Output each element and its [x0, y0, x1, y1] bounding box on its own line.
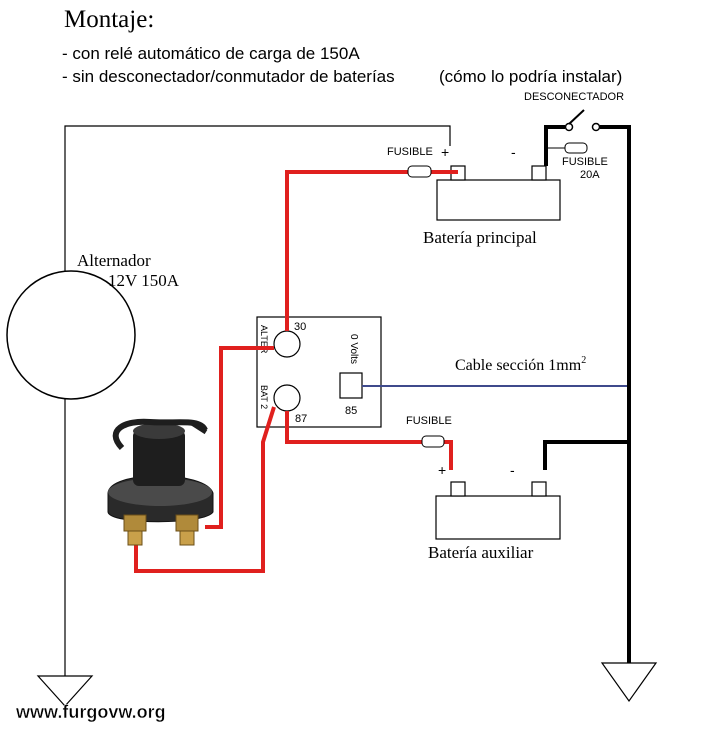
wire-relay-bat2-to-switch	[134, 406, 276, 573]
disconnector-contact-left	[564, 122, 574, 132]
relay-box	[256, 316, 382, 428]
relay-label-85: 85	[345, 405, 357, 417]
wire-relay87-to-aux-fuse	[285, 411, 422, 444]
ground-symbol-right	[600, 662, 658, 703]
watermark: www.furgovw.org	[15, 702, 166, 722]
battery-main-body	[436, 179, 561, 221]
fuse-aux	[421, 435, 445, 448]
relay-terminal-85	[339, 372, 363, 399]
alternator-spec: 12V 150A	[108, 271, 180, 290]
wire-aux-fuse-to-battery	[444, 440, 453, 470]
battery-aux-terminal-minus	[531, 481, 547, 497]
disconnector-lever	[568, 109, 585, 125]
battery-main-label: Batería principal	[423, 228, 537, 247]
battery-aux-terminal-plus	[450, 481, 466, 497]
fuse-20a-label: FUSIBLE	[562, 156, 608, 168]
fuse-aux-label: FUSIBLE	[406, 415, 452, 427]
wire-main-minus-to-disconnector	[544, 125, 565, 166]
relay-label-0volts: 0 Volts	[348, 334, 359, 364]
cable-label: Cable sección 1mm2	[455, 355, 586, 374]
battery-switch	[107, 418, 214, 546]
subtitle-line-1: - con relé automático de carga de 150A	[62, 44, 360, 63]
subtitle-line-2-note: (cómo lo podría instalar)	[439, 67, 622, 86]
relay-label-30: 30	[294, 321, 306, 333]
battery-aux-body	[435, 495, 561, 540]
battery-aux-minus-sign: -	[510, 462, 515, 478]
relay-terminal-87	[273, 384, 301, 412]
wire-relay30-to-main-fuse	[285, 170, 408, 331]
positive-wires	[134, 170, 458, 573]
disconnector-label: DESCONECTADOR	[524, 91, 624, 103]
battery-main-plus-sign: +	[441, 144, 449, 160]
battery-main-minus-sign: -	[511, 144, 516, 160]
ground-wires	[543, 125, 631, 663]
alternator-symbol	[6, 270, 136, 400]
relay-label-alter: ALTER	[259, 325, 269, 354]
fuse-main	[407, 165, 432, 178]
fuse-20a-rating: 20A	[580, 169, 600, 181]
battery-aux-plus-sign: +	[438, 462, 446, 478]
fuse-main-label: FUSIBLE	[387, 146, 433, 158]
disconnector-contact-right	[591, 122, 601, 132]
alternator-name: Alternador	[77, 251, 151, 270]
page-title: Montaje:	[64, 6, 154, 33]
battery-main-terminal-minus	[531, 165, 547, 181]
wire-disconnector-to-bus	[600, 125, 631, 663]
ground-symbol-left	[36, 675, 94, 707]
relay-terminal-30	[273, 330, 301, 358]
wire-relay-alter-to-switch	[205, 346, 274, 529]
battery-aux-label: Batería auxiliar	[428, 543, 534, 562]
fuse-20a	[564, 142, 588, 154]
subtitle-line-2: - sin desconectador/conmutador de baterí…	[62, 67, 395, 86]
alternator-wire	[64, 125, 451, 706]
relay-label-bat2: BAT 2	[259, 385, 269, 409]
wire-aux-minus-to-bus	[543, 440, 629, 470]
relay-label-87: 87	[295, 413, 307, 425]
